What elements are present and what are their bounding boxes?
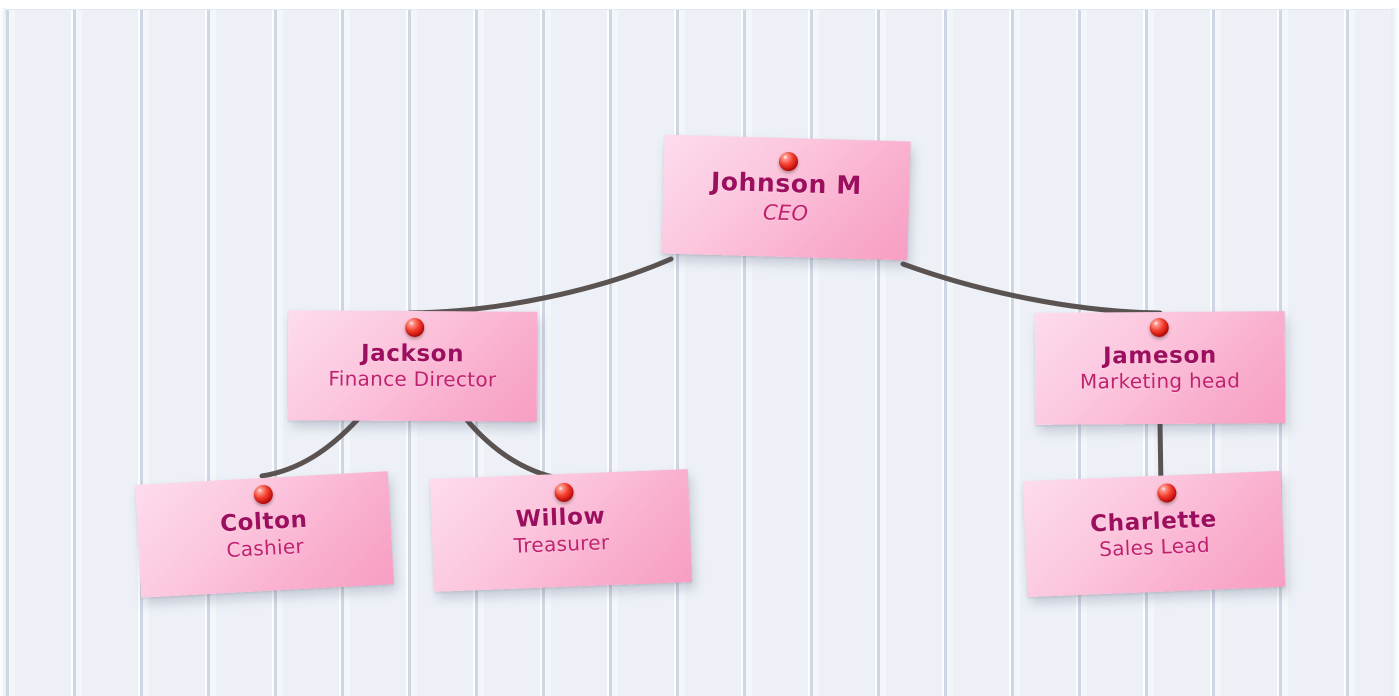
org-node-title: Finance Director [328, 366, 497, 392]
background-right-edge [1391, 8, 1399, 696]
pushpin-icon [778, 151, 799, 172]
org-node-cashier[interactable]: Colton Cashier [135, 471, 394, 598]
org-node-title: Sales Lead [1098, 532, 1211, 562]
org-node-name: Willow [515, 503, 606, 534]
org-node-ceo[interactable]: Johnson M CEO [661, 134, 911, 261]
pushpin-icon [554, 482, 574, 503]
pushpin-icon [1156, 483, 1177, 503]
org-node-name: Jackson [360, 340, 465, 368]
org-node-title: Marketing head [1079, 368, 1241, 394]
org-node-treasurer[interactable]: Willow Treasurer [429, 469, 693, 592]
background-top-edge [0, 0, 1399, 10]
org-node-name: Jameson [1102, 342, 1217, 370]
pushpin-icon [1149, 317, 1169, 338]
org-node-title: Cashier [225, 533, 305, 562]
pushpin-icon [253, 484, 274, 505]
org-node-sales-lead[interactable]: Charlette Sales Lead [1022, 470, 1286, 598]
org-node-title: Treasurer [513, 529, 610, 558]
pushpin-icon [405, 317, 425, 338]
org-node-name: Charlette [1089, 506, 1218, 538]
org-node-marketing-head[interactable]: Jameson Marketing head [1034, 311, 1286, 425]
org-node-finance-director[interactable]: Jackson Finance Director [287, 310, 538, 422]
background-left-edge [0, 8, 6, 696]
org-node-title: CEO [762, 199, 809, 226]
org-node-name: Colton [219, 507, 309, 538]
org-node-name: Johnson M [710, 167, 863, 201]
